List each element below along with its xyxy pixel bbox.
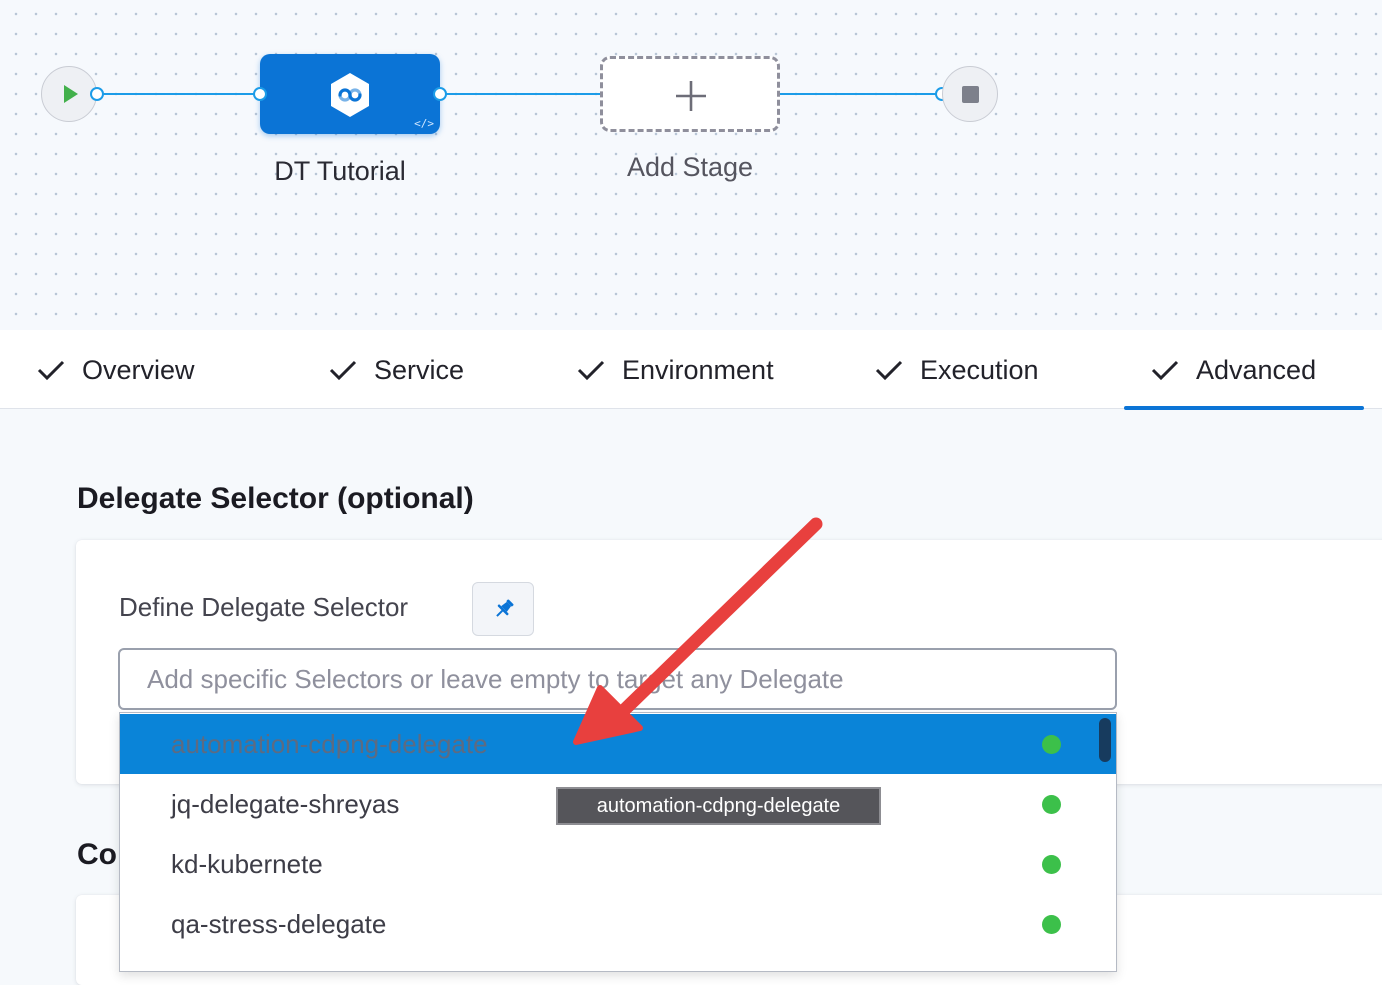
check-icon bbox=[875, 360, 903, 381]
delegate-dropdown-menu[interactable]: automation-cdpng-delegate jq-delegate-sh… bbox=[119, 712, 1117, 972]
check-icon bbox=[577, 360, 605, 381]
stage-input-port bbox=[253, 87, 267, 101]
stage-output-port bbox=[433, 87, 447, 101]
status-dot-icon bbox=[1042, 735, 1061, 754]
stage-type-icon bbox=[331, 73, 369, 117]
stop-icon bbox=[962, 86, 979, 103]
tab-label: Advanced bbox=[1196, 354, 1317, 385]
option-label: automation-cdpng-delegate bbox=[171, 729, 488, 759]
status-dot-icon bbox=[1042, 795, 1061, 814]
option-label: jq-delegate-shreyas bbox=[171, 789, 400, 819]
stage-name: DT Tutorial bbox=[274, 156, 406, 186]
yaml-badge-icon: </> bbox=[414, 117, 434, 130]
dropdown-option-jq-delegate-shreyas[interactable]: jq-delegate-shreyas bbox=[120, 774, 1116, 834]
dropdown-option-automation-cdpng-delegate[interactable]: automation-cdpng-delegate bbox=[120, 714, 1116, 774]
status-dot-icon bbox=[1042, 915, 1061, 934]
check-icon bbox=[37, 360, 65, 381]
dropdown-option-kd-kubernete[interactable]: kd-kubernete bbox=[120, 834, 1116, 894]
dropdown-option-qa-stress-delegate[interactable]: qa-stress-delegate bbox=[120, 894, 1116, 954]
field-label-define-delegate-selector: Define Delegate Selector bbox=[119, 592, 409, 622]
tab-advanced[interactable]: Advanced bbox=[1150, 350, 1316, 390]
plus-icon bbox=[676, 81, 706, 111]
section-title-partial: Co bbox=[77, 838, 117, 871]
status-dot-icon bbox=[1042, 855, 1061, 874]
option-tooltip: automation-cdpng-delegate bbox=[556, 787, 881, 825]
tab-overview[interactable]: Overview bbox=[36, 350, 195, 390]
option-label: kd-kubernete bbox=[171, 849, 323, 879]
pipeline-canvas[interactable]: </> DT Tutorial Add Stage bbox=[0, 0, 1382, 330]
check-icon bbox=[1151, 360, 1179, 381]
dropdown-scrollbar[interactable] bbox=[1099, 718, 1111, 762]
check-icon bbox=[329, 360, 357, 381]
tab-label: Overview bbox=[82, 354, 195, 385]
add-stage-button[interactable] bbox=[600, 56, 780, 132]
section-title-delegate-selector: Delegate Selector (optional) bbox=[77, 482, 474, 515]
option-label: qa-stress-delegate bbox=[171, 909, 387, 939]
tab-label: Execution bbox=[920, 354, 1039, 385]
active-tab-indicator bbox=[1124, 406, 1364, 410]
pin-icon bbox=[496, 599, 514, 617]
stage-tabs: Overview Service Environment Execution A… bbox=[0, 330, 1382, 409]
tab-service[interactable]: Service bbox=[328, 350, 464, 390]
tab-label: Service bbox=[374, 354, 465, 385]
stage-node-dt-tutorial[interactable]: </> bbox=[260, 54, 440, 134]
tab-environment[interactable]: Environment bbox=[576, 350, 774, 390]
pipeline-end-node[interactable] bbox=[942, 66, 998, 122]
connector-stage-add bbox=[440, 93, 600, 95]
play-icon bbox=[64, 85, 78, 103]
pin-button[interactable] bbox=[472, 582, 534, 636]
tab-execution[interactable]: Execution bbox=[874, 350, 1039, 390]
connector-start-stage bbox=[98, 93, 260, 95]
delegate-selector-input[interactable] bbox=[118, 648, 1117, 710]
connector-add-end bbox=[780, 93, 942, 95]
add-stage-label: Add Stage bbox=[626, 152, 754, 182]
pipeline-start-node[interactable] bbox=[41, 66, 97, 122]
tab-label: Environment bbox=[622, 354, 774, 385]
start-output-port bbox=[90, 87, 104, 101]
